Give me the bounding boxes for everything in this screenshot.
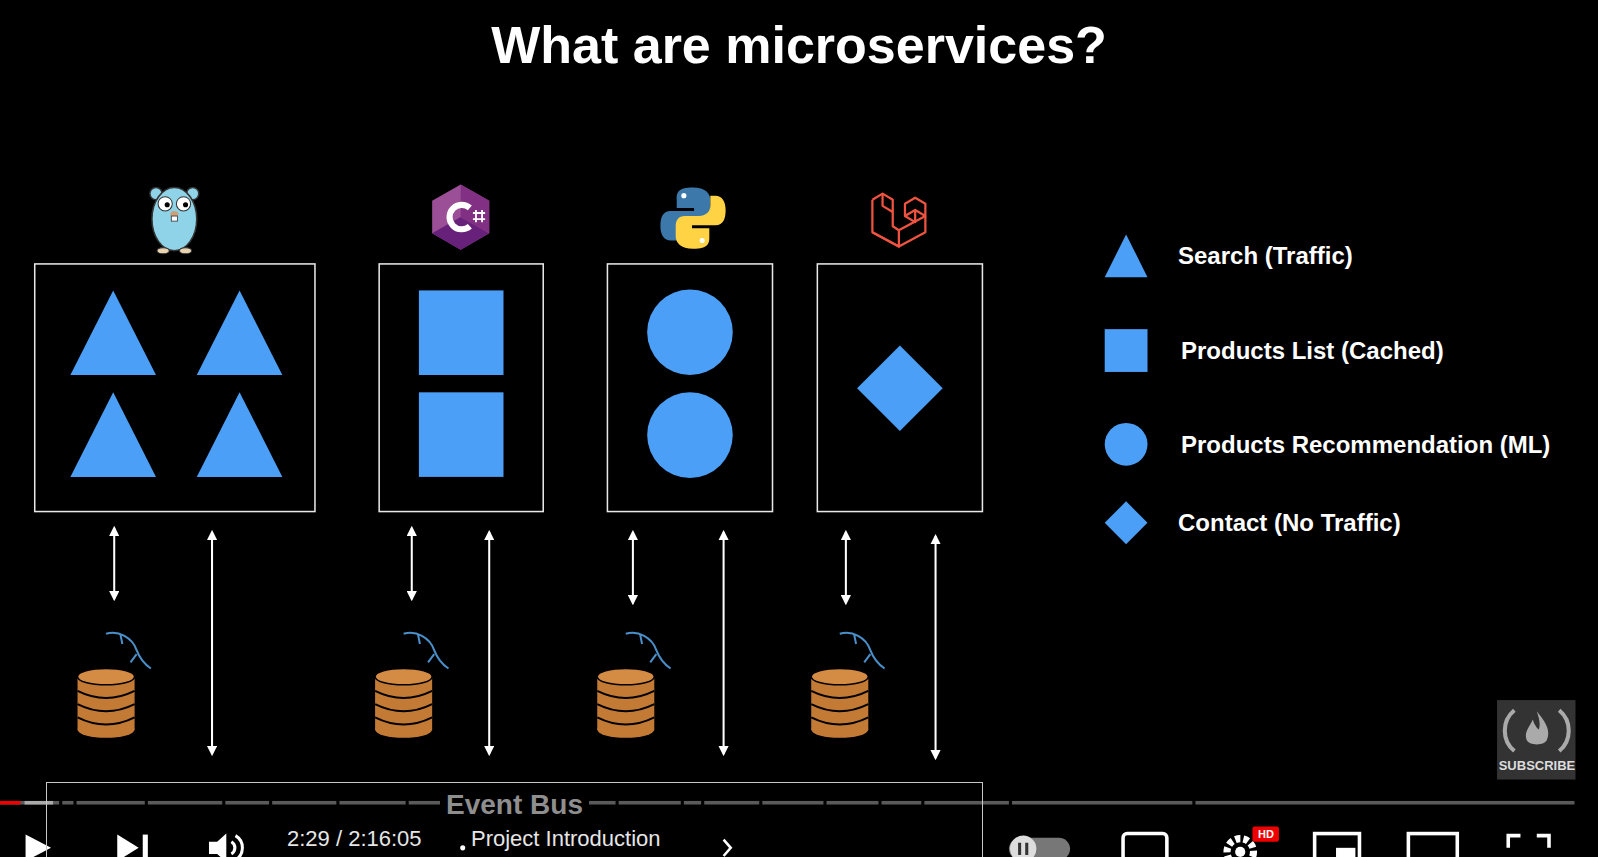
mysql-dolphin <box>106 633 151 669</box>
database-top <box>597 668 654 684</box>
database-ring <box>597 704 654 711</box>
csharp-icon <box>432 184 489 249</box>
service-boxes <box>35 264 983 512</box>
legend-text: Search (Traffic) <box>1178 242 1353 271</box>
progress-bar <box>0 800 1574 806</box>
service-shapes <box>70 289 942 478</box>
double-arrow <box>935 536 937 758</box>
box-label: Event Bus <box>440 789 589 821</box>
database-ring <box>375 691 432 698</box>
double-arrow <box>411 528 413 599</box>
database-ring <box>811 704 868 711</box>
go-gopher-icon <box>150 188 199 254</box>
legend-shapes <box>1105 234 1148 544</box>
double-arrow <box>632 532 634 603</box>
database-ring <box>597 717 654 724</box>
hd-badge: HD <box>1253 828 1279 840</box>
double-arrow <box>845 532 847 603</box>
player-controls <box>26 826 1549 857</box>
mysql-dolphin <box>404 633 449 669</box>
double-arrow <box>113 528 115 599</box>
database-ring <box>78 691 135 698</box>
generated-art <box>78 528 936 758</box>
subscribe-logo <box>1497 700 1575 779</box>
database-ring <box>78 717 135 724</box>
slide-title: What are microservices? <box>0 14 1598 76</box>
legend-text: Contact (No Traffic) <box>1178 509 1401 538</box>
database-ring <box>375 704 432 711</box>
database-top <box>375 668 432 684</box>
video-time: 2:29 / 2:16:05 <box>287 826 422 852</box>
database-top <box>811 668 868 684</box>
double-arrow <box>488 532 490 754</box>
database-ring <box>375 717 432 724</box>
chapter-title: Project Introduction <box>471 826 661 852</box>
database-ring <box>811 717 868 724</box>
laravel-icon <box>872 194 925 247</box>
box-text-row: Event Bus <box>47 789 982 821</box>
legend-text: Products Recommendation (ML) <box>1181 431 1550 460</box>
mysql-dolphin <box>626 633 671 669</box>
python-icon <box>660 188 725 249</box>
mysql-dolphin <box>840 633 885 669</box>
database-top <box>78 668 135 684</box>
double-arrow <box>723 532 725 754</box>
double-arrow <box>211 532 213 754</box>
database-ring <box>78 704 135 711</box>
subscribe-text: SUBSCRIBE <box>1498 758 1576 773</box>
database-ring <box>811 691 868 698</box>
legend-text: Products List (Cached) <box>1181 337 1444 366</box>
database-ring <box>597 691 654 698</box>
